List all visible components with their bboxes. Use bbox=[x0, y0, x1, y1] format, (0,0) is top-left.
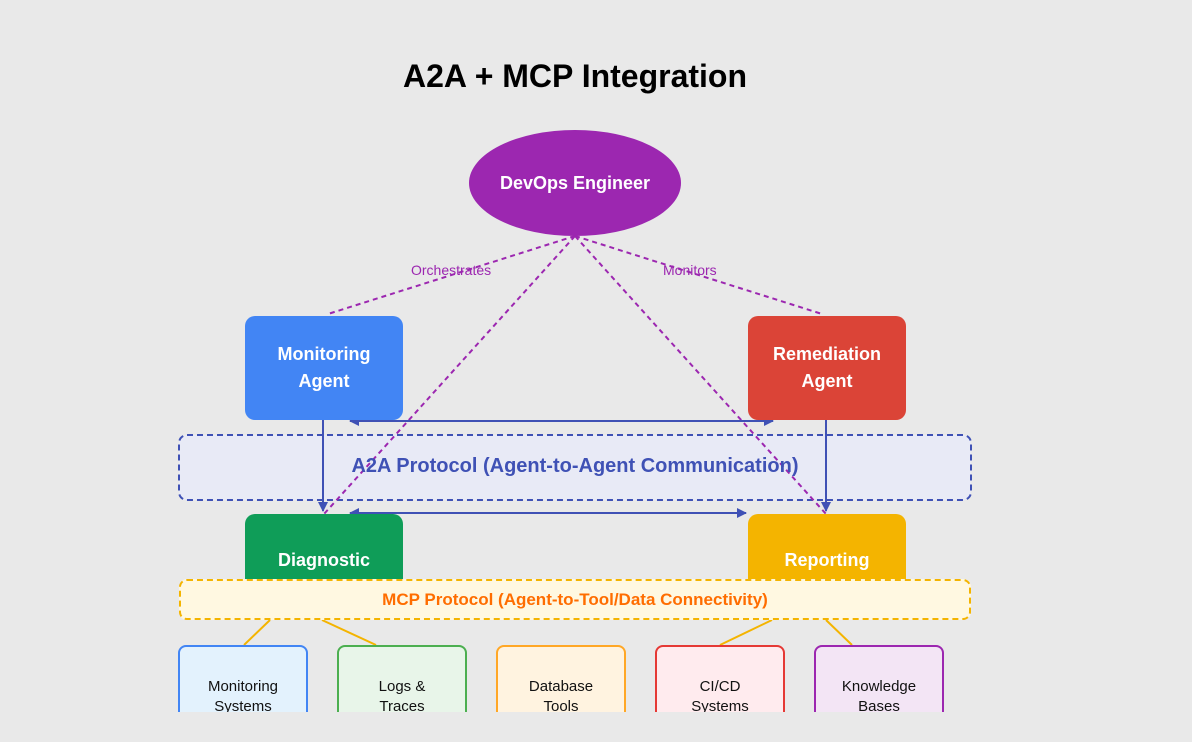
devops-engineer-label: DevOps Engineer bbox=[499, 172, 651, 193]
logs-traces-tool: Logs & Traces bbox=[337, 645, 467, 725]
diagnostic-agent-label: Diagnostic bbox=[277, 550, 370, 570]
viewport-crop bbox=[0, 712, 1192, 742]
monitors-label: Monitors bbox=[663, 262, 717, 278]
database-tools-tool: Database Tools bbox=[496, 645, 626, 725]
remediation-agent-label: Remediation bbox=[772, 344, 882, 364]
tool-label: Knowledge bbox=[841, 678, 917, 695]
tool-label: Database bbox=[528, 678, 594, 695]
monitoring-agent-label: Monitoring bbox=[277, 344, 371, 364]
a2a-protocol-band bbox=[178, 434, 972, 501]
mcp-connector bbox=[321, 619, 377, 646]
mcp-connector bbox=[825, 619, 853, 646]
orchestrates-edge bbox=[327, 235, 576, 315]
mcp-protocol-label: MCP Protocol (Agent-to-Tool/Data Connect… bbox=[382, 590, 768, 609]
tool-label: Systems bbox=[214, 698, 272, 715]
tool-label: Systems bbox=[691, 698, 749, 715]
monitors-edge bbox=[574, 235, 823, 315]
orchestrates-label: Orchestrates bbox=[411, 262, 492, 278]
remediation-agent-node: Remediation Agent bbox=[748, 316, 906, 420]
reporting-agent-label: Reporting bbox=[784, 550, 870, 570]
mcp-connector bbox=[243, 619, 271, 646]
tool-label: Monitoring bbox=[207, 678, 279, 695]
monitoring-agent-label-2: Agent bbox=[298, 371, 350, 391]
devops-engineer-node: DevOps Engineer bbox=[469, 130, 681, 236]
cicd-systems-tool: CI/CD Systems bbox=[655, 645, 785, 725]
tool-label: Logs & bbox=[378, 678, 426, 695]
knowledge-bases-tool: Knowledge Bases bbox=[814, 645, 944, 725]
monitoring-agent-node: Monitoring Agent bbox=[245, 316, 403, 420]
tool-label: Bases bbox=[858, 698, 900, 715]
mcp-protocol-band: MCP Protocol (Agent-to-Tool/Data Connect… bbox=[179, 579, 971, 620]
diagram-title: A2A + MCP Integration bbox=[402, 58, 748, 94]
mcp-connector bbox=[719, 619, 773, 646]
tool-label: Tools bbox=[543, 698, 579, 715]
tool-label: Traces bbox=[379, 698, 425, 715]
remediation-agent-label-2: Agent bbox=[801, 371, 853, 391]
tool-label: CI/CD bbox=[699, 678, 741, 695]
a2a-protocol-label: A2A Protocol (Agent-to-Agent Communicati… bbox=[351, 455, 799, 477]
